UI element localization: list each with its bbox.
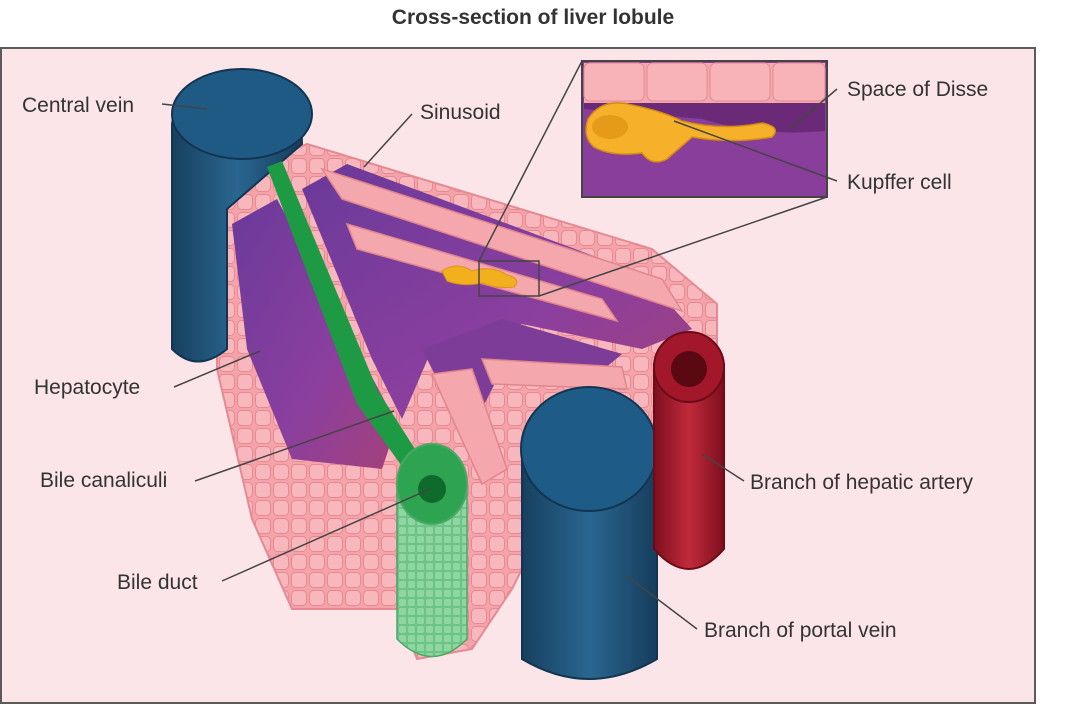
diagram-frame: Central vein Sinusoid Space of Disse Kup…	[0, 47, 1036, 704]
hepatocyte-row-4	[430, 368, 508, 486]
central-vein-opening	[171, 68, 313, 160]
label-kupffer-cell: Kupffer cell	[847, 171, 952, 194]
bile-duct	[396, 483, 468, 658]
zoom-box-small	[478, 260, 540, 297]
leader-kupffer-cell	[673, 120, 838, 182]
leader-central-vein	[161, 103, 208, 110]
leader-portal-vein	[626, 575, 698, 630]
sinusoid-channel-main	[302, 164, 692, 419]
label-bile-canaliculi: Bile canaliculi	[40, 469, 167, 492]
leader-hepatic-artery	[701, 453, 745, 482]
label-hepatocyte: Hepatocyte	[34, 376, 140, 399]
kupffer-cell-large	[585, 102, 777, 163]
portal-vein-opening	[520, 386, 658, 512]
liver-lobule-diagram: Central vein Sinusoid Space of Disse Kup…	[22, 60, 988, 680]
leader-hepatocyte	[173, 350, 261, 388]
kupffer-nucleus	[592, 115, 628, 139]
page-title: Cross-section of liver lobule	[391, 6, 675, 29]
hepatic-artery-lumen	[671, 351, 707, 387]
label-bile-duct: Bile duct	[117, 571, 198, 594]
label-sinusoid: Sinusoid	[420, 101, 501, 124]
bile-canaliculus	[267, 161, 437, 494]
hepatocyte-row-3	[480, 358, 628, 390]
leader-bile-canaliculi	[194, 410, 395, 482]
leader-space-of-disse	[789, 88, 838, 130]
leader-bile-duct	[221, 488, 431, 582]
hepatic-artery	[653, 363, 725, 570]
label-space-of-disse: Space of Disse	[847, 78, 988, 101]
label-central-vein: Central vein	[22, 94, 134, 117]
portal-vein	[521, 448, 658, 680]
sinusoid-channel-left	[232, 199, 397, 469]
hepatocyte-row-1	[320, 167, 684, 313]
zoom-line-bottom	[538, 196, 828, 297]
kupffer-inset	[581, 60, 828, 198]
zoom-line-top	[478, 60, 583, 262]
label-hepatic-artery: Branch of hepatic artery	[750, 471, 973, 494]
bile-duct-lumen	[418, 475, 446, 503]
leader-sinusoid	[363, 113, 413, 168]
label-portal-vein: Branch of portal vein	[704, 619, 897, 642]
